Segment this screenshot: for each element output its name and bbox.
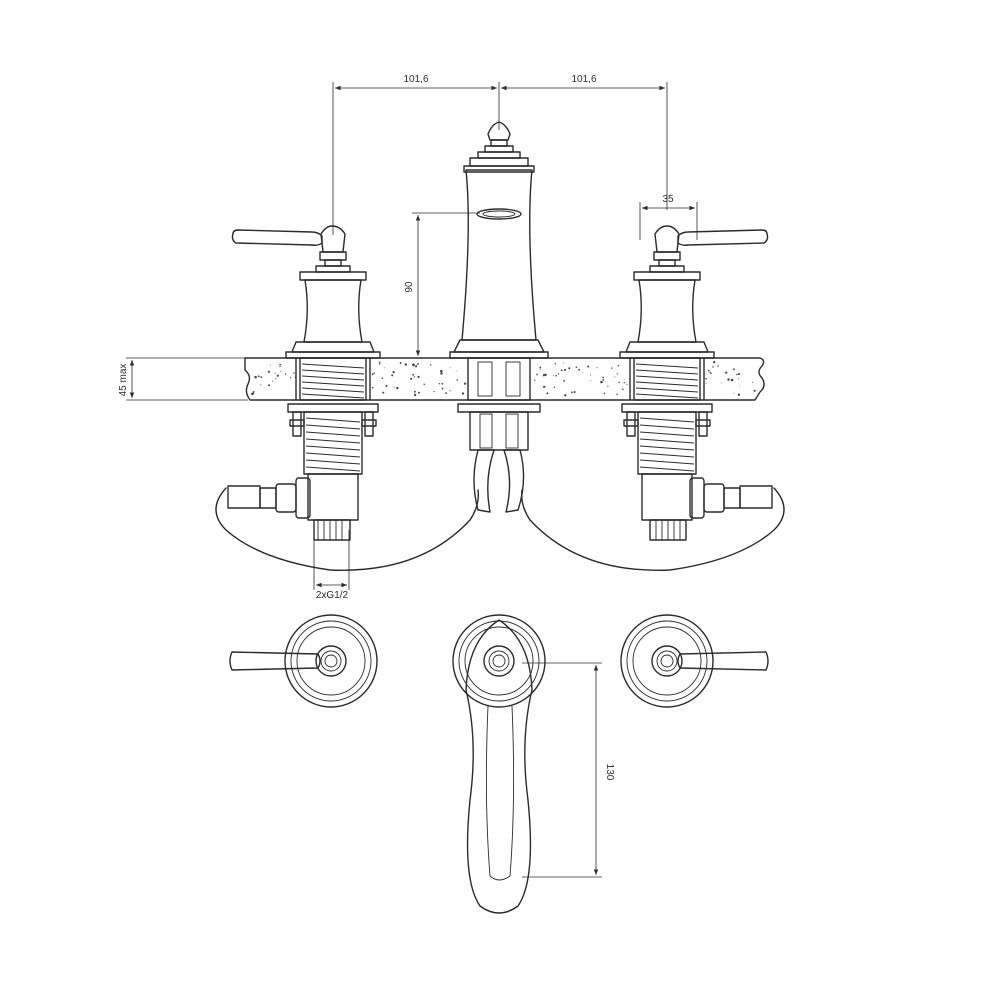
right-lower-thread — [639, 417, 695, 472]
right-valve-plan — [620, 614, 769, 708]
dim-deck-thickness: 45 max — [118, 364, 129, 397]
left-lower-thread — [305, 417, 361, 472]
dimension-deck-thickness: 45 max — [118, 357, 248, 401]
countertop-speckle — [251, 360, 756, 397]
dimension-top: 101,6 101,6 — [332, 74, 668, 235]
right-shank-thread — [635, 363, 699, 399]
dimension-handle-width: 35 — [639, 194, 698, 240]
dim-left-spacing: 101,6 — [403, 74, 428, 85]
spout-elevation — [449, 121, 549, 513]
dim-connection: 2xG1/2 — [316, 590, 349, 601]
right-valve-elevation — [520, 225, 785, 571]
spout-plan — [452, 614, 546, 914]
dim-spout-reach: 130 — [604, 764, 615, 781]
left-valve-elevation — [215, 225, 480, 571]
countertop-section — [244, 357, 765, 401]
dim-right-spacing: 101,6 — [571, 74, 596, 85]
dim-handle-width: 35 — [662, 194, 674, 205]
dim-spout-height: 90 — [404, 281, 415, 293]
dimension-spout-reach: 130 — [522, 662, 615, 878]
left-shank-thread — [301, 363, 365, 399]
left-valve-plan — [229, 614, 378, 708]
